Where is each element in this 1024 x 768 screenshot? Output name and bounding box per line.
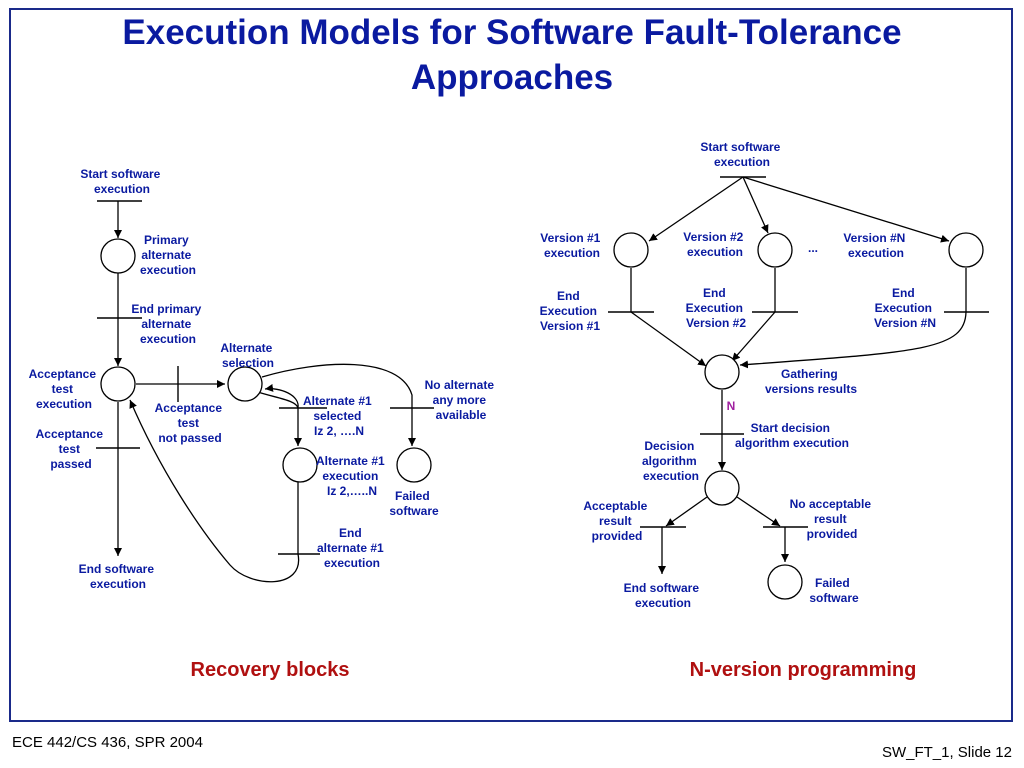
label-nv-acceptable: Acceptable result provided — [583, 499, 650, 543]
arc-end-alt-back-to-acceptance — [129, 399, 300, 583]
place-version-n — [948, 232, 984, 268]
label-nv-end-vN: End Execution Version #N — [874, 286, 936, 330]
label-nv-no-acceptable: No acceptable result provided — [790, 497, 875, 541]
label-nv-decision-exec: Decision algorithm execution — [642, 439, 700, 483]
slide-title-line-1: Execution Models for Software Fault-Tole… — [122, 13, 902, 52]
label-rb-end-alt: End alternate #1 execution — [317, 526, 387, 570]
slide-title: Execution Models for Software Fault-Tole… — [0, 10, 1024, 100]
place-version-2 — [757, 232, 793, 268]
place-primary-alternate — [100, 238, 136, 274]
footer-course: ECE 442/CS 436, SPR 2004 — [12, 734, 203, 751]
arc-decision-to-no-acceptable — [736, 496, 781, 527]
label-rb-no-alternate: No alternate any more available — [425, 378, 498, 422]
label-nv-n-marker: N — [727, 399, 736, 413]
place-failed-software — [396, 447, 432, 483]
label-nv-gathering: Gathering versions results — [765, 367, 857, 396]
place-alternate-execution — [282, 447, 318, 483]
label-rb-acceptance-test: Acceptance test execution — [29, 367, 100, 411]
slide-frame — [9, 8, 1013, 722]
arc-start-to-vN — [742, 176, 950, 243]
place-nv-failed — [767, 564, 803, 600]
label-nv-end-v1: End Execution Version #1 — [540, 289, 601, 333]
slide-title-line-2: Approaches — [410, 58, 614, 97]
arc-selection-to-no-alternate — [261, 363, 413, 408]
label-rb-failed: Failed software — [389, 489, 439, 518]
arc-end-v1-to-gathering — [630, 311, 707, 367]
label-nv-start: Start software execution — [700, 140, 783, 169]
label-rb-primary: Primary alternate execution — [140, 233, 196, 277]
label-rb-test-not-passed: Acceptance test not passed — [155, 401, 226, 445]
arc-end-vN-to-gathering — [739, 311, 967, 369]
arc-start-to-v2 — [742, 176, 769, 234]
label-rb-start: Start software execution — [80, 167, 163, 196]
label-nv-start-decision: Start decision algorithm execution — [735, 421, 849, 450]
label-rb-alt-execution: Alternate #1 execution Iz 2,…..N — [316, 454, 388, 498]
place-decision-exec — [704, 470, 740, 506]
label-nv-vN: Version #N execution — [843, 231, 908, 260]
place-acceptance-test — [100, 366, 136, 402]
place-version-1 — [613, 232, 649, 268]
arc-alt-selected-back-to-selection — [264, 383, 299, 409]
footer-slide-number: SW_FT_1, Slide 12 — [881, 744, 1012, 761]
n-version-diagram: Start software execution Version #1 exec… — [540, 140, 989, 681]
place-gathering — [704, 354, 740, 390]
label-nv-v1: Version #1 execution — [540, 231, 603, 260]
recovery-blocks-diagram: Start software execution Primary alterna… — [29, 167, 498, 681]
label-rb-alt-selected: Alternate #1 selected Iz 2, ….N — [303, 394, 375, 438]
label-nv-failed: Failed software — [809, 576, 859, 605]
label-rb-end-primary: End primary alternate execution — [131, 302, 204, 346]
place-alternate-selection — [227, 366, 263, 402]
arc-start-to-v1 — [648, 176, 744, 242]
caption-recovery-blocks: Recovery blocks — [191, 659, 350, 681]
label-rb-test-passed: Acceptance test passed — [36, 427, 107, 471]
label-rb-alternate-selection: Alternate selection — [220, 341, 275, 370]
caption-n-version: N-version programming — [690, 659, 917, 681]
arc-selection-to-alt-selected — [257, 391, 299, 409]
label-rb-end-software: End software execution — [79, 562, 158, 591]
label-nv-ellipsis: ... — [808, 241, 818, 255]
arc-decision-to-acceptable — [665, 496, 708, 527]
arc-end-v2-to-gathering — [731, 311, 776, 362]
label-nv-v2: Version #2 execution — [683, 230, 746, 259]
label-nv-end-v2: End Execution Version #2 — [686, 286, 747, 330]
label-nv-end-software: End software execution — [624, 581, 703, 610]
